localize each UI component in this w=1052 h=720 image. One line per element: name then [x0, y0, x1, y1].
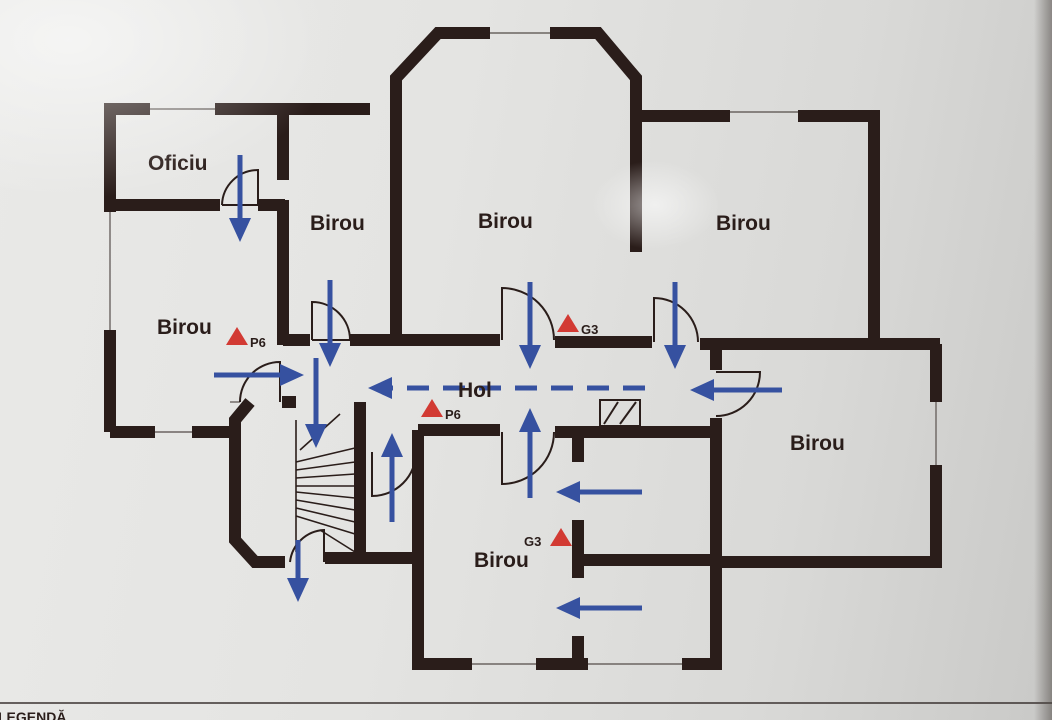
- window-lines: [109, 32, 937, 665]
- arrow-birou-left-down: [319, 280, 341, 367]
- arrow-exit-down: [287, 540, 309, 602]
- arrow-lower-small-room-left: [556, 597, 642, 619]
- evacuation-arrows: [214, 155, 782, 619]
- arrow-upper-small-room-left: [556, 481, 642, 503]
- room-label-birou-left: Birou: [157, 316, 212, 339]
- arrow-left-room-right: [214, 364, 304, 386]
- room-label-birou-narrow: Birou: [310, 212, 365, 235]
- red-triangle-icon: [226, 327, 248, 345]
- room-label-birou-center: Birou: [478, 210, 533, 233]
- marker-label: P6: [250, 335, 266, 350]
- arrow-right-room-left: [690, 379, 782, 401]
- red-triangle-icon: [557, 314, 579, 332]
- marker-g3-bottom-room: G3: [524, 528, 572, 549]
- marker-label: P6: [445, 407, 461, 422]
- arrow-bottom-room-up: [519, 408, 541, 498]
- room-labels: Oficiu Birou Birou Birou Birou Birou Bir…: [148, 152, 845, 572]
- room-label-oficiu: Oficiu: [148, 152, 208, 175]
- elevator-symbol: [599, 399, 641, 427]
- arrow-hol-dashed-left: [368, 377, 645, 399]
- red-triangle-icon: [550, 528, 572, 546]
- arrow-oficiu-down: [229, 155, 251, 242]
- room-label-birou-bottom: Birou: [474, 549, 529, 572]
- arrow-hall-down-to-stairs: [305, 358, 327, 448]
- marker-g3-center-room: G3: [557, 314, 598, 337]
- red-triangle-icon: [421, 399, 443, 417]
- legend-title: LEGENDĂ: [0, 709, 66, 720]
- legend: LEGENDĂ: [0, 702, 1052, 720]
- marker-label: G3: [524, 534, 541, 549]
- marker-label: G3: [581, 322, 598, 337]
- arrow-stairs-up: [381, 433, 403, 522]
- marker-p6-hall: P6: [421, 399, 461, 422]
- safety-markers: P6 G3 P6 G3: [226, 314, 598, 549]
- staircase: [295, 413, 356, 553]
- room-label-birou-right-top: Birou: [716, 212, 771, 235]
- marker-p6-left-room: P6: [226, 327, 266, 350]
- arrow-birou-center-down: [519, 282, 541, 369]
- walls: [104, 27, 942, 670]
- arrow-birou-right-down: [664, 282, 686, 369]
- room-label-birou-right-bottom: Birou: [790, 432, 845, 455]
- room-label-hol: Hol: [458, 379, 492, 402]
